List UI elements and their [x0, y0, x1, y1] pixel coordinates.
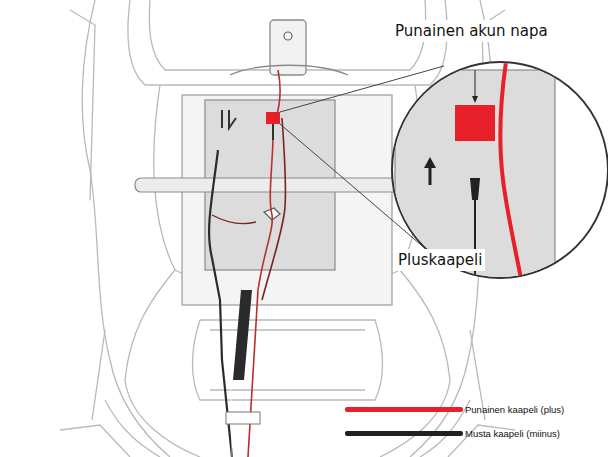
legend-swatch — [345, 431, 463, 436]
legend-text: Punainen kaapeli (plus) — [465, 404, 564, 415]
terminal-label: Punainen akun napa — [392, 20, 551, 42]
legend-row: Musta kaapeli (miinus) — [345, 428, 560, 439]
legend-text: Musta kaapeli (miinus) — [465, 428, 560, 439]
cable-label: Pluskaapeli — [395, 249, 485, 271]
legend-row: Punainen kaapeli (plus) — [345, 404, 564, 415]
legend-swatch — [345, 407, 463, 412]
